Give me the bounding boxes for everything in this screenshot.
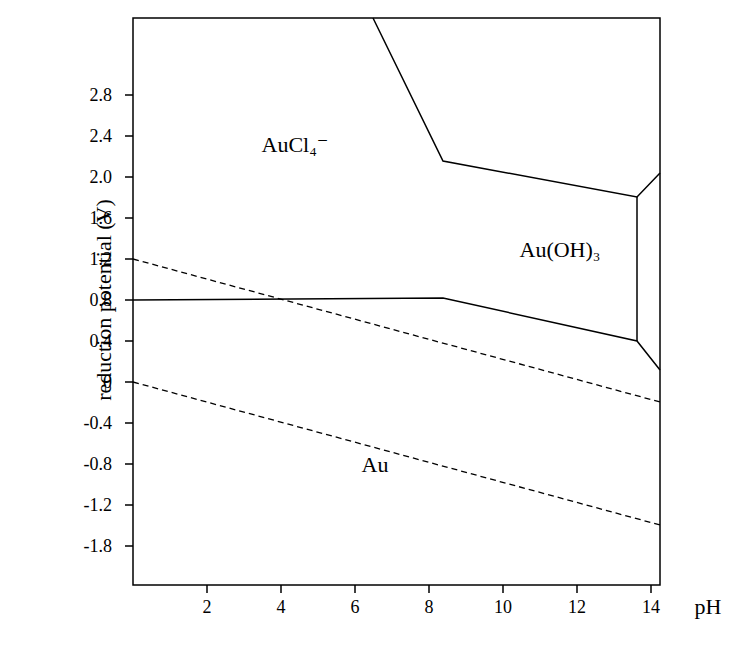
tick-mark [576, 585, 578, 593]
axis-ticks [125, 95, 651, 593]
axis-tick-label: -0.4 [84, 414, 113, 432]
tick-mark [125, 135, 133, 137]
axis-tick-label: -1.2 [84, 496, 113, 514]
region-label: AuCl₄⁻ [262, 134, 329, 156]
region-label: Au [362, 454, 389, 476]
axis-tick-label: -0.8 [84, 455, 113, 473]
tick-mark [125, 381, 133, 383]
axis-title: pH [695, 596, 722, 618]
water-stability-lines [133, 259, 660, 525]
axis-tick-label: 12 [568, 598, 586, 616]
axis-tick-label: 4 [277, 598, 286, 616]
tick-mark [502, 585, 504, 593]
axis-tick-label: 2.4 [90, 127, 113, 145]
tick-mark [125, 463, 133, 465]
boundary-line [636, 197, 638, 341]
axis-tick-label: -1.8 [84, 537, 113, 555]
axis-tick-label: 10 [494, 598, 512, 616]
tick-mark [125, 176, 133, 178]
axis-tick-label: 2.0 [90, 168, 113, 186]
tick-mark [280, 585, 282, 593]
region-label: Au(OH)₃ [520, 239, 601, 261]
tick-mark [428, 585, 430, 593]
tick-mark [206, 585, 208, 593]
axis-tick-label: 2.8 [90, 86, 113, 104]
tick-mark [125, 258, 133, 260]
tick-mark [125, 422, 133, 424]
oxygen-line [133, 259, 660, 402]
plot-frame [133, 18, 660, 585]
tick-mark [125, 94, 133, 96]
tick-mark [125, 504, 133, 506]
tick-mark [354, 585, 356, 593]
axis-tick-label: 6 [351, 598, 360, 616]
phase-boundaries [133, 18, 660, 370]
axis-tick-label: 2 [203, 598, 212, 616]
boundary-line [133, 298, 660, 370]
tick-mark [125, 217, 133, 219]
axis-title: reduction potential (V) [93, 199, 115, 401]
axis-tick-label: 8 [425, 598, 434, 616]
tick-mark [125, 545, 133, 547]
tick-mark [125, 299, 133, 301]
tick-mark [125, 340, 133, 342]
hydrogen-line [133, 382, 660, 525]
boundary-line [373, 18, 660, 197]
tick-mark [650, 585, 652, 593]
axis-tick-label: 14 [642, 598, 660, 616]
